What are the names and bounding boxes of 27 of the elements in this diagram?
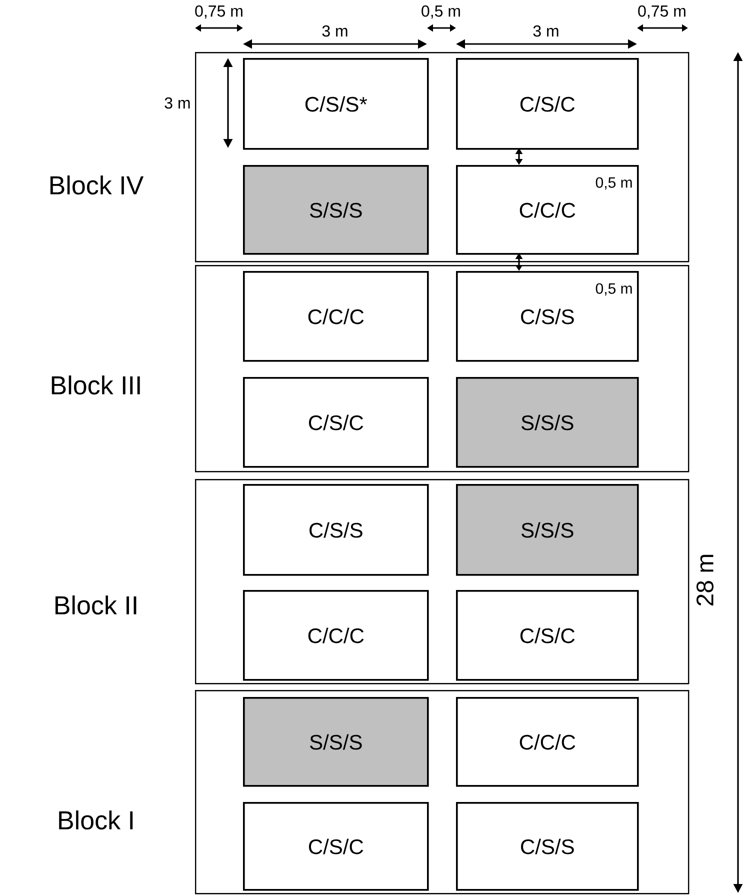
dimension-label: 0,5 m [596, 283, 632, 296]
dimension-label: 0,75 m [195, 5, 242, 19]
plot-box: C/S/C [456, 58, 639, 150]
dimension-label: 0,5 m [596, 177, 632, 190]
plot-box: C/C/C [243, 590, 429, 681]
dimension-label: 0,5 m [422, 5, 460, 19]
plot-box: C/S/S* [243, 58, 429, 150]
node-label: Block II [56, 595, 136, 615]
plot-box: C/S/S [243, 484, 429, 576]
plot-box: S/S/S [243, 165, 429, 255]
node-label: Block III [52, 375, 140, 395]
plot-box: C/S/C [243, 377, 429, 468]
dimension-label: 0,75 m [638, 5, 686, 19]
plot-box: C/S/C [243, 802, 429, 891]
plot-box: S/S/S [456, 377, 639, 468]
plot-box: C/S/S [456, 802, 639, 891]
dimension-label: 3 m [164, 97, 190, 109]
node-label: Block I [59, 810, 133, 830]
plot-box: S/S/S [456, 484, 639, 576]
dimension-label: 28 m [696, 554, 714, 606]
dimension-label: 3 m [533, 25, 558, 37]
plot-box: S/S/S [243, 697, 429, 787]
plot-box: C/C/C [243, 271, 429, 362]
dimension-label: 3 m [322, 25, 348, 37]
node-label: Block IV [50, 175, 144, 195]
plot-box: C/C/C [456, 697, 639, 787]
plot-box: C/S/C [456, 590, 639, 681]
